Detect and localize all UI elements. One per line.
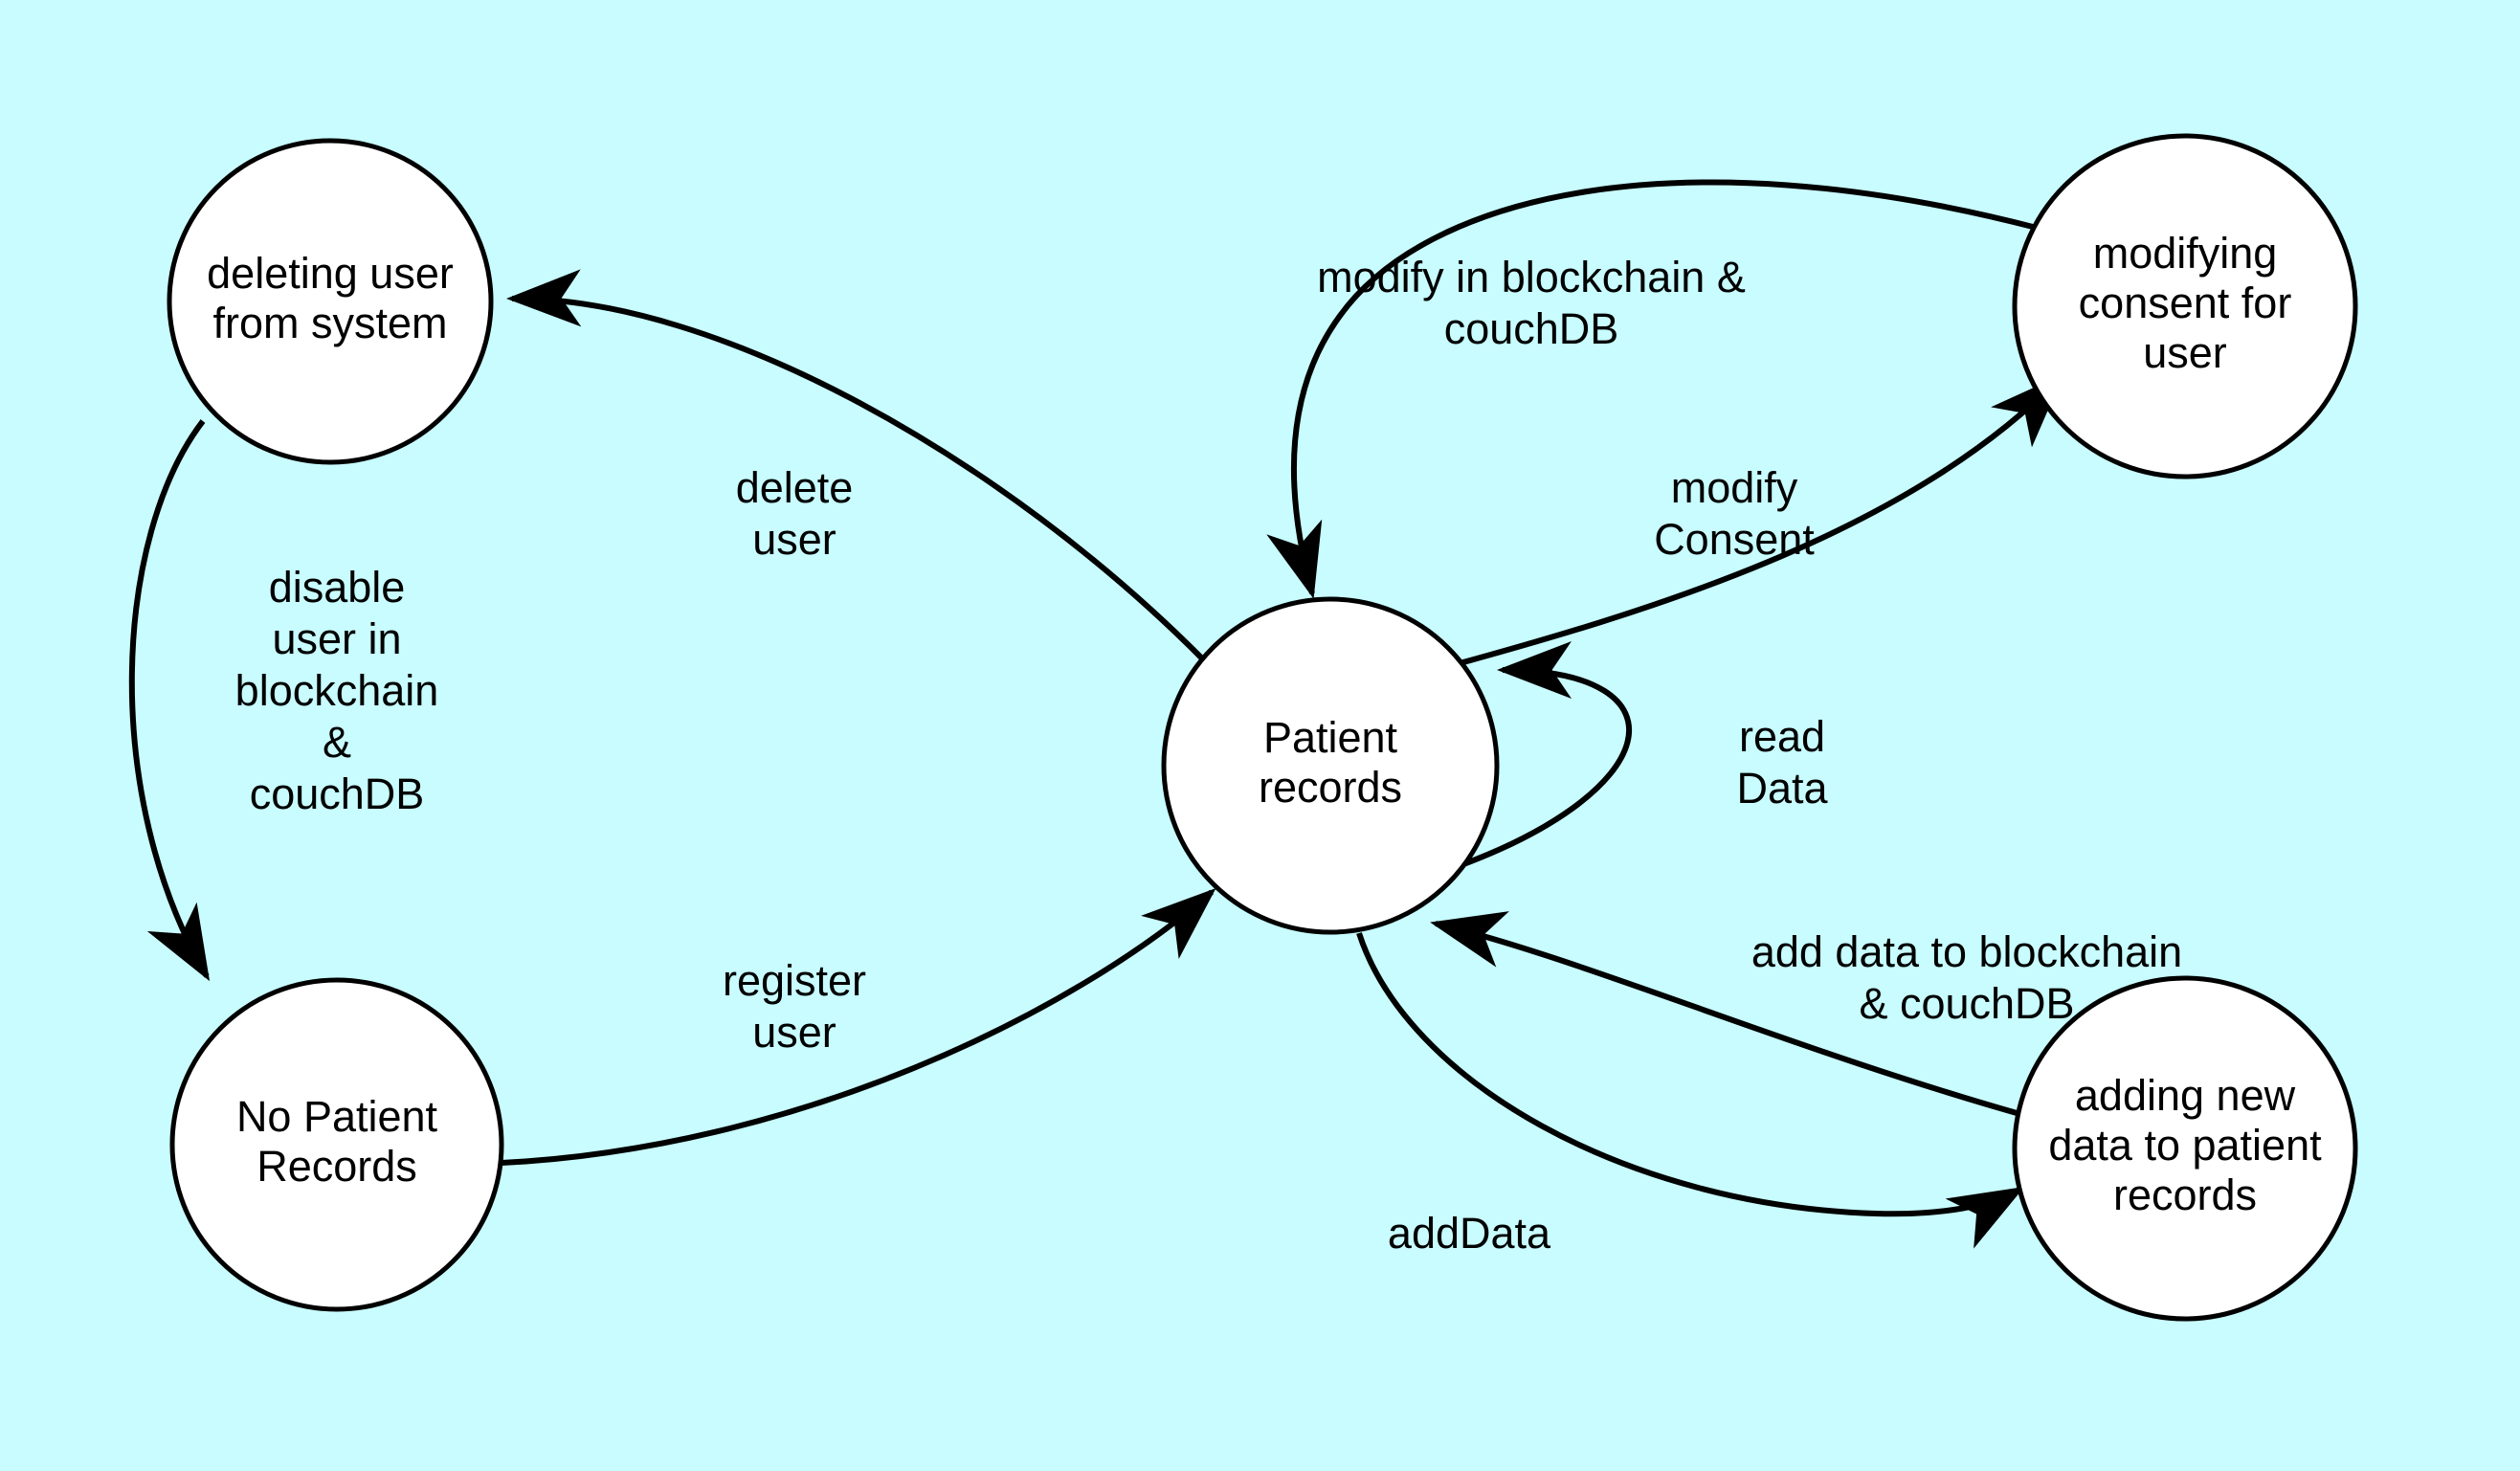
edge-label-delete-user-line: user (752, 515, 836, 564)
edge-label-modify-in-blockchain-couchdb-line: modify in blockchain & (1317, 253, 1746, 301)
node-label-deleting-user-from-system-line: from system (212, 299, 447, 347)
edge-label-delete-user-line: delete (736, 463, 854, 512)
edge-register-user (501, 888, 1216, 1166)
edge-modify-in-blockchain-couchdb (1266, 179, 2038, 599)
edge-label-disable-user-line: user in (272, 614, 401, 663)
node-label-modifying-consent-for-user-line: modifying (2093, 229, 2278, 278)
edge-label-add-data-to-blockchain-couchdb-line: & couchDB (1859, 979, 2074, 1028)
edge-label-add-data-to-blockchain-couchdb-line: add data to blockchain (1751, 927, 2182, 976)
edge-read-data (1438, 641, 1633, 876)
edge-label-modify-in-blockchain-couchdb-line: couchDB (1444, 304, 1619, 353)
node-label-patient-records-line: Patient (1263, 713, 1398, 762)
edge-label-disable-user-line: disable (269, 563, 406, 612)
edge-label-register-user-line: user (752, 1008, 836, 1057)
node-label-adding-new-data-to-patient-records-line: data to patient (2048, 1121, 2322, 1170)
edge-label-disable-user-line: blockchain (235, 666, 439, 715)
node-circle-patient-records[interactable] (1161, 596, 1500, 935)
edge-label-register-user-line: register (723, 956, 866, 1005)
node-label-deleting-user-from-system-line: deleting user (207, 249, 454, 298)
node-label-adding-new-data-to-patient-records-line: adding new (2075, 1071, 2296, 1120)
edge-label-modify-in-blockchain-couchdb: modify in blockchain &couchDB (1317, 253, 1746, 353)
edge-disable-user (128, 419, 211, 982)
node-label-adding-new-data-to-patient-records-line: records (2113, 1170, 2257, 1219)
node-label-modifying-consent-for-user-line: consent for (2079, 279, 2292, 327)
node-label-no-patient-records-line: Records (256, 1142, 417, 1191)
edge-label-disable-user-line: couchDB (250, 769, 425, 818)
node-label-patient-records-line: records (1259, 763, 1402, 812)
edge-label-add-data-line: addData (1388, 1209, 1551, 1258)
edge-label-disable-user-line: & (323, 718, 351, 767)
edge-add-data (1356, 932, 2025, 1249)
edge-label-modify-consent-line: Consent (1654, 515, 1815, 564)
node-circle-deleting-user-from-system[interactable] (167, 138, 494, 465)
node-label-no-patient-records-line: No Patient (236, 1092, 438, 1141)
node-circle-adding-new-data-to-patient-records[interactable] (2012, 975, 2358, 1322)
edge-add-data-to-blockchain-couchdb (1430, 911, 2035, 1121)
edge-label-add-data-to-blockchain-couchdb: add data to blockchain& couchDB (1751, 927, 2182, 1028)
edges-layer (128, 179, 2064, 1249)
edge-label-modify-consent-line: modify (1671, 463, 1798, 512)
node-label-modifying-consent-for-user-line: user (2143, 328, 2227, 377)
edge-label-add-data: addData (1388, 1209, 1551, 1258)
edge-label-read-data-line: read (1739, 712, 1825, 761)
edge-label-read-data-line: Data (1736, 764, 1828, 813)
edge-delete-user (506, 269, 1207, 663)
node-circle-no-patient-records[interactable] (169, 977, 504, 1312)
node-circle-modifying-consent-for-user[interactable] (2012, 133, 2358, 479)
